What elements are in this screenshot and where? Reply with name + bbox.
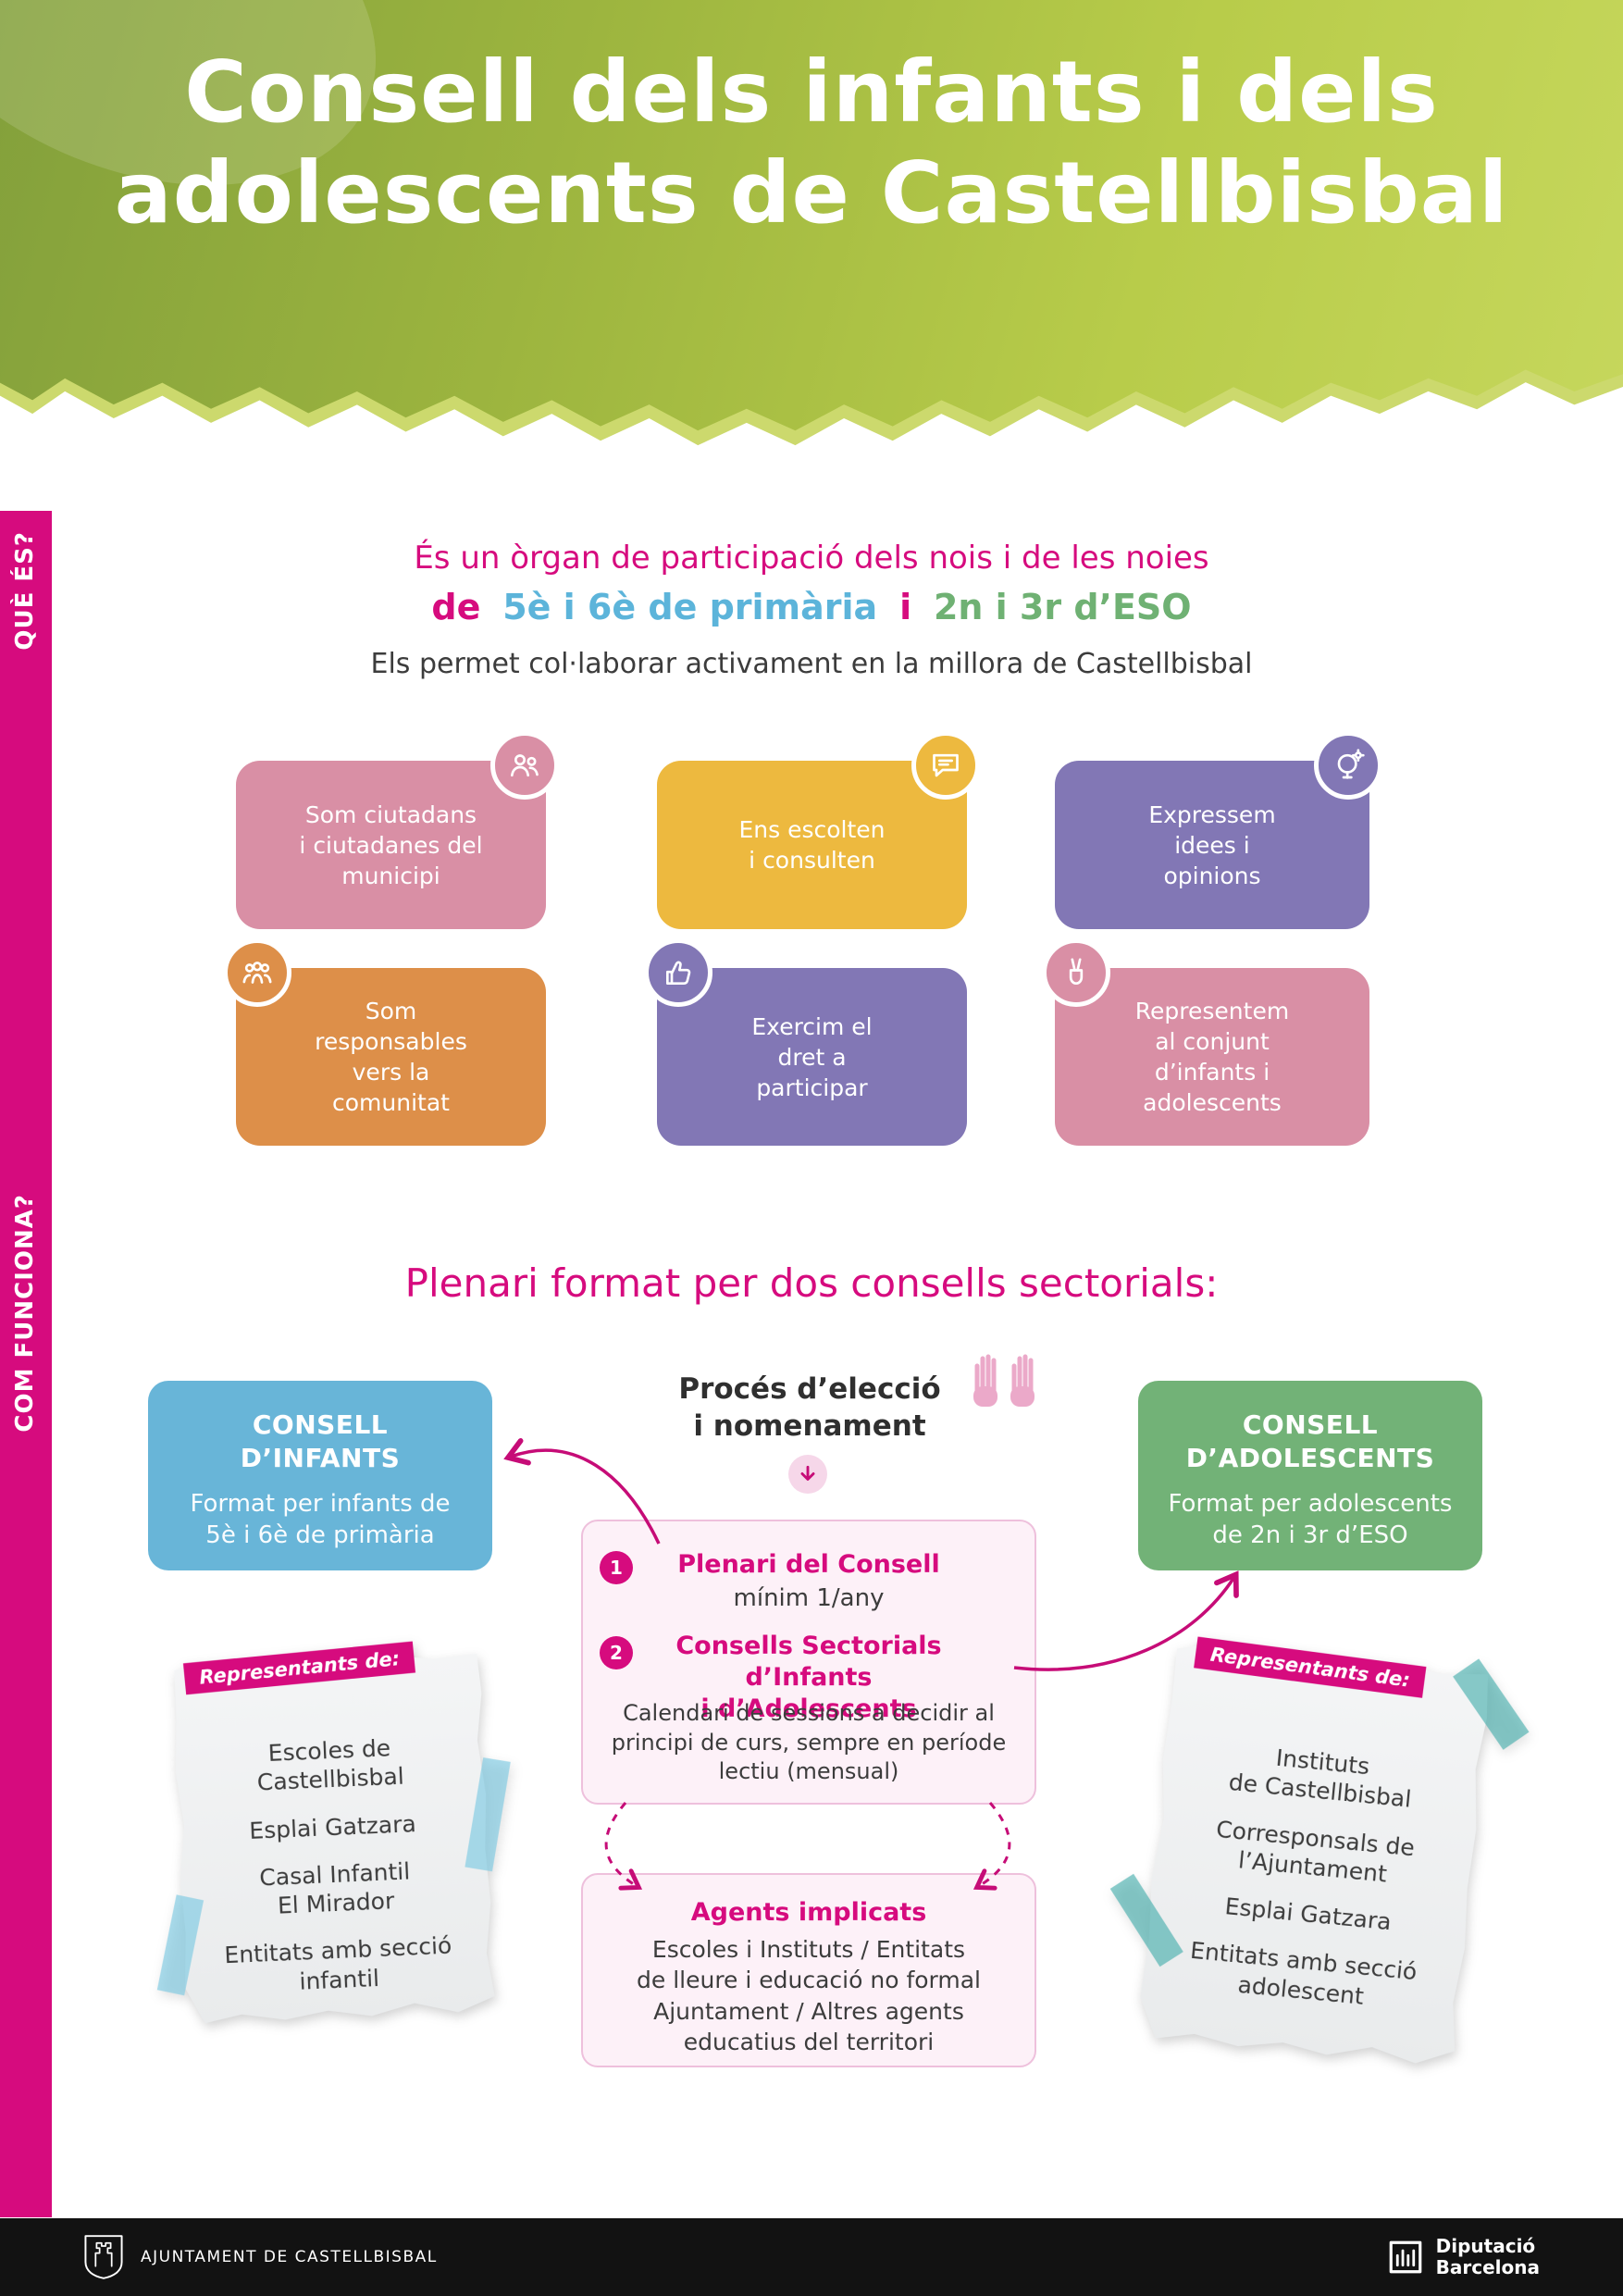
agents-title: Agents implicats — [690, 1898, 927, 1927]
intro-primaria: 5è i 6è de primària — [502, 587, 878, 627]
speech-bubble-icon — [911, 731, 980, 800]
step-1-badge: 1 — [600, 1551, 633, 1584]
feature-card-express: Expressem idees i opinions — [1055, 731, 1382, 929]
list-item: Escoles de Castellbisbal — [256, 1734, 405, 1796]
feature-text: Expressem idees i opinions — [1148, 800, 1276, 889]
intro-word-de: de — [431, 587, 481, 627]
list-item: Esplai Gatzara — [1223, 1893, 1393, 1936]
footer: AJUNTAMENT DE CASTELLBISBAL Diputació Ba… — [0, 2218, 1623, 2296]
intro-line2: de 5è i 6è de primària i 2n i 3r d’ESO — [0, 587, 1623, 627]
poster-title: Consell dels infants i dels adolescents … — [114, 43, 1509, 242]
note-list: Instituts de Castellbisbal Corresponsals… — [1148, 1733, 1473, 2037]
list-item: Entitats amb secció infantil — [223, 1931, 452, 1995]
ideas-icon — [1314, 731, 1382, 800]
section-label-com-funciona: COM FUNCIONA? — [11, 1194, 39, 1433]
plenari-box: 1 Plenari del Consell mínim 1/any 2 Cons… — [581, 1520, 1036, 1805]
note-list: Escoles de Castellbisbal Esplai Gatzara … — [183, 1730, 486, 2018]
proces-label: Procés d’elecció i nomenament — [678, 1372, 941, 1443]
raised-hands-icon — [962, 1347, 1047, 1416]
citizens-icon — [490, 731, 559, 800]
feature-text: Som ciutadans i ciutadanes del municipi — [299, 800, 483, 889]
intro-line1: És un òrgan de participació dels nois i … — [414, 540, 1209, 577]
diputacio-line1: Diputació — [1435, 2235, 1536, 2257]
feature-card-citizens: Som ciutadans i ciutadanes del municipi — [236, 731, 559, 929]
consell-infants-subtitle: Format per infants de 5è i 6è de primàri… — [190, 1489, 451, 1549]
section-heading: Plenari format per dos consells sectoria… — [404, 1260, 1219, 1306]
victory-hand-icon — [1042, 938, 1110, 1007]
sectorials-subtitle: Calendari de sessions a decidir al princ… — [611, 1700, 1007, 1785]
ajuntament-logo: AJUNTAMENT DE CASTELLBISBAL — [83, 2234, 438, 2280]
feature-text: Representem al conjunt d’infants i adole… — [1134, 998, 1290, 1116]
plenari-subtitle: mínim 1/any — [733, 1584, 885, 1612]
header: Consell dels infants i dels adolescents … — [0, 0, 1623, 431]
list-item: Esplai Gatzara — [248, 1809, 417, 1844]
ajuntament-label: AJUNTAMENT DE CASTELLBISBAL — [141, 2248, 438, 2266]
note-representants-infants: Escoles de Castellbisbal Esplai Gatzara … — [156, 1641, 511, 2024]
participation-icon — [644, 938, 712, 1007]
step-2-badge: 2 — [600, 1636, 633, 1669]
intro-word-i: i — [899, 587, 912, 627]
list-item: Corresponsals de l’Ajuntament — [1215, 1815, 1417, 1888]
feature-text: Som responsables vers la comunitat — [315, 998, 467, 1116]
agents-body: Escoles i Instituts / Entitats de lleure… — [637, 1936, 981, 2055]
note-representants-adolescents: Instituts de Castellbisbal Corresponsals… — [1109, 1636, 1530, 2067]
list-item: Entitats amb secció adolescent — [1189, 1936, 1419, 2010]
feature-text: Ens escolten i consulten — [738, 816, 886, 874]
consell-adolescents-title: CONSELL D’ADOLESCENTS — [1185, 1409, 1435, 1474]
feature-card-participate: Exercim el dret a participar — [644, 938, 967, 1146]
intro-eso: 2n i 3r d’ESO — [933, 587, 1192, 627]
consell-infants-card: CONSELL D’INFANTS Format per infants de … — [148, 1381, 492, 1570]
agents-box: Agents implicats Escoles i Instituts / E… — [581, 1873, 1036, 2067]
down-arrow-icon — [788, 1455, 827, 1494]
diputacio-icon — [1389, 2240, 1421, 2274]
list-item: Casal Infantil El Mirador — [258, 1857, 411, 1919]
castle-shield-icon — [84, 2235, 123, 2279]
feature-card-listen: Ens escolten i consulten — [657, 731, 980, 929]
diputacio-logo: Diputació Barcelona — [1386, 2236, 1540, 2278]
consell-adolescents-card: CONSELL D’ADOLESCENTS Format per adolesc… — [1138, 1381, 1482, 1570]
plenari-title: Plenari del Consell — [677, 1550, 940, 1579]
sidebar-strip: QUÈ ÉS? COM FUNCIONA? — [0, 511, 52, 2217]
diputacio-line2: Barcelona — [1435, 2256, 1540, 2278]
feature-card-represent: Representem al conjunt d’infants i adole… — [1042, 938, 1369, 1146]
consell-adolescents-subtitle: Format per adolescents de 2n i 3r d’ESO — [1168, 1489, 1453, 1549]
feature-text: Exercim el dret a participar — [751, 1012, 873, 1101]
consell-infants-title: CONSELL D’INFANTS — [240, 1409, 401, 1474]
community-icon — [223, 938, 291, 1007]
intro-line3: Els permet col·laborar activament en la … — [370, 648, 1253, 680]
diputacio-label: Diputació Barcelona — [1436, 2236, 1540, 2278]
feature-card-responsible: Som responsables vers la comunitat — [223, 938, 546, 1146]
sectorials-title: Consells Sectorials d’Infants i d’Adoles… — [675, 1632, 942, 1723]
